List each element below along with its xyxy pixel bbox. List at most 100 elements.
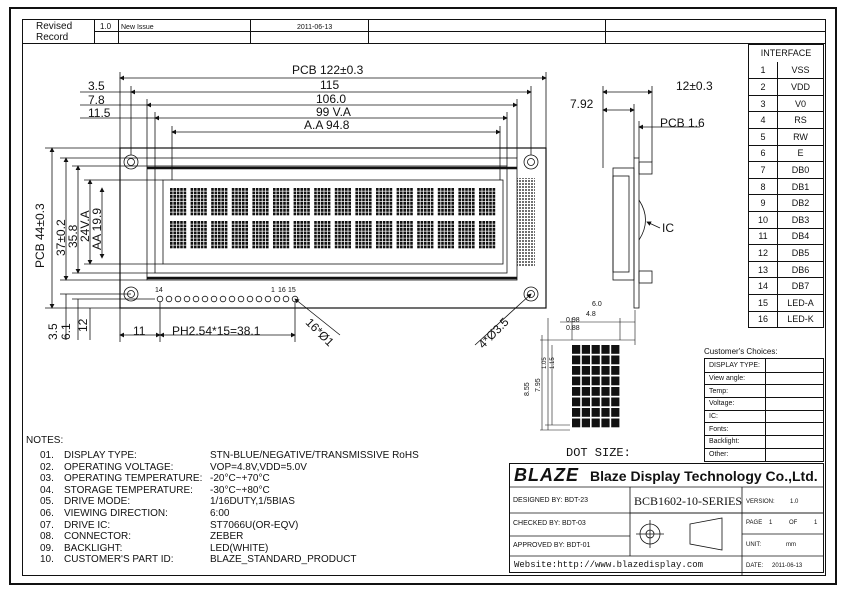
char-dot [461,212,465,216]
char-dot [482,209,485,212]
char-dot [479,238,482,242]
char-dot [417,212,420,216]
char-dot [479,188,482,191]
char-dot [327,205,331,209]
char-dot [448,228,451,231]
char-dot [472,235,475,238]
char-dot [303,228,307,231]
char-dot [468,235,472,238]
char-dot [183,212,187,216]
char-dot [224,191,228,195]
char-dot [489,231,492,235]
char-dot [358,209,362,212]
char-dot [197,202,200,205]
char-dot [190,198,194,202]
char-dot [245,242,248,245]
char-dot [286,188,290,191]
char-dot [252,238,255,242]
note-number: 08. [40,531,54,543]
char-dot [369,198,372,202]
char-dot [297,238,300,242]
char-dot [341,231,345,235]
char-dot [293,228,297,231]
char-dot [242,242,245,245]
char-dot [245,212,248,216]
char-dot [314,242,317,245]
char-dot [492,202,496,205]
char-dot [427,238,430,242]
date-label: DATE: [746,563,764,569]
char-dot [214,238,218,242]
dot-size-cell [611,355,620,365]
char-dot [197,191,200,195]
char-dot [242,191,245,195]
customer-choice-row: Backlight: [705,435,823,448]
char-dot [444,202,448,205]
char-dot [403,231,406,235]
char-dot [314,221,317,224]
char-dot [348,228,351,231]
char-dot [458,245,461,249]
note-number: 04. [40,484,54,496]
char-dot [338,209,341,212]
char-dot [420,231,424,235]
char-dot [197,238,200,242]
char-dot [180,195,183,198]
char-dot [389,209,393,212]
char-dot [276,231,279,235]
char-dot [266,202,269,205]
char-dot [211,188,214,191]
char-dot [176,238,180,242]
designed-by: DESIGNED BY: BDT-23 [513,497,589,504]
char-dot [382,205,386,209]
char-dot [297,228,300,231]
char-dot [365,212,369,216]
char-dot [231,191,235,195]
char-dot [259,235,262,238]
char-dot [400,231,403,235]
char-dot [242,209,245,212]
char-dot [279,209,283,212]
char-dot [286,198,290,202]
char-dot [406,228,410,231]
note-key: OPERATING VOLTAGE: [64,461,174,473]
char-dot [200,221,204,224]
char-dot [410,195,413,198]
char-dot [338,198,341,202]
char-dot [321,245,324,249]
char-dot [245,198,248,202]
char-dot [338,202,341,205]
char-dot [355,238,358,242]
company-name: Blaze Display Technology Co.,Ltd. [590,468,818,484]
char-dot [231,195,235,198]
char-dot [238,235,242,238]
char-dot [276,242,279,245]
char-dot [286,221,290,224]
char-dot [465,245,468,249]
dot-size-cell [591,397,600,407]
char-dot [238,191,242,195]
char-dot [427,195,430,198]
char-dot [458,231,461,235]
dot-4-8: 4.8 [586,311,596,318]
char-dot [479,205,482,209]
char-dot [327,198,331,202]
char-dot [341,202,345,205]
char-dot [479,209,482,212]
char-dot [482,202,485,205]
char-dot [307,238,310,242]
char-dot [417,221,420,224]
char-dot [358,242,362,245]
char-dot [262,209,266,212]
dot-size-cell [611,387,620,396]
char-dot [300,235,303,238]
char-dot [451,205,454,209]
char-dot [211,231,214,235]
char-dot [224,231,228,235]
char-dot [221,235,224,238]
char-dot [376,191,379,195]
char-dot [369,231,372,235]
char-dot [252,202,255,205]
char-dot [238,238,242,242]
char-dot [472,205,475,209]
